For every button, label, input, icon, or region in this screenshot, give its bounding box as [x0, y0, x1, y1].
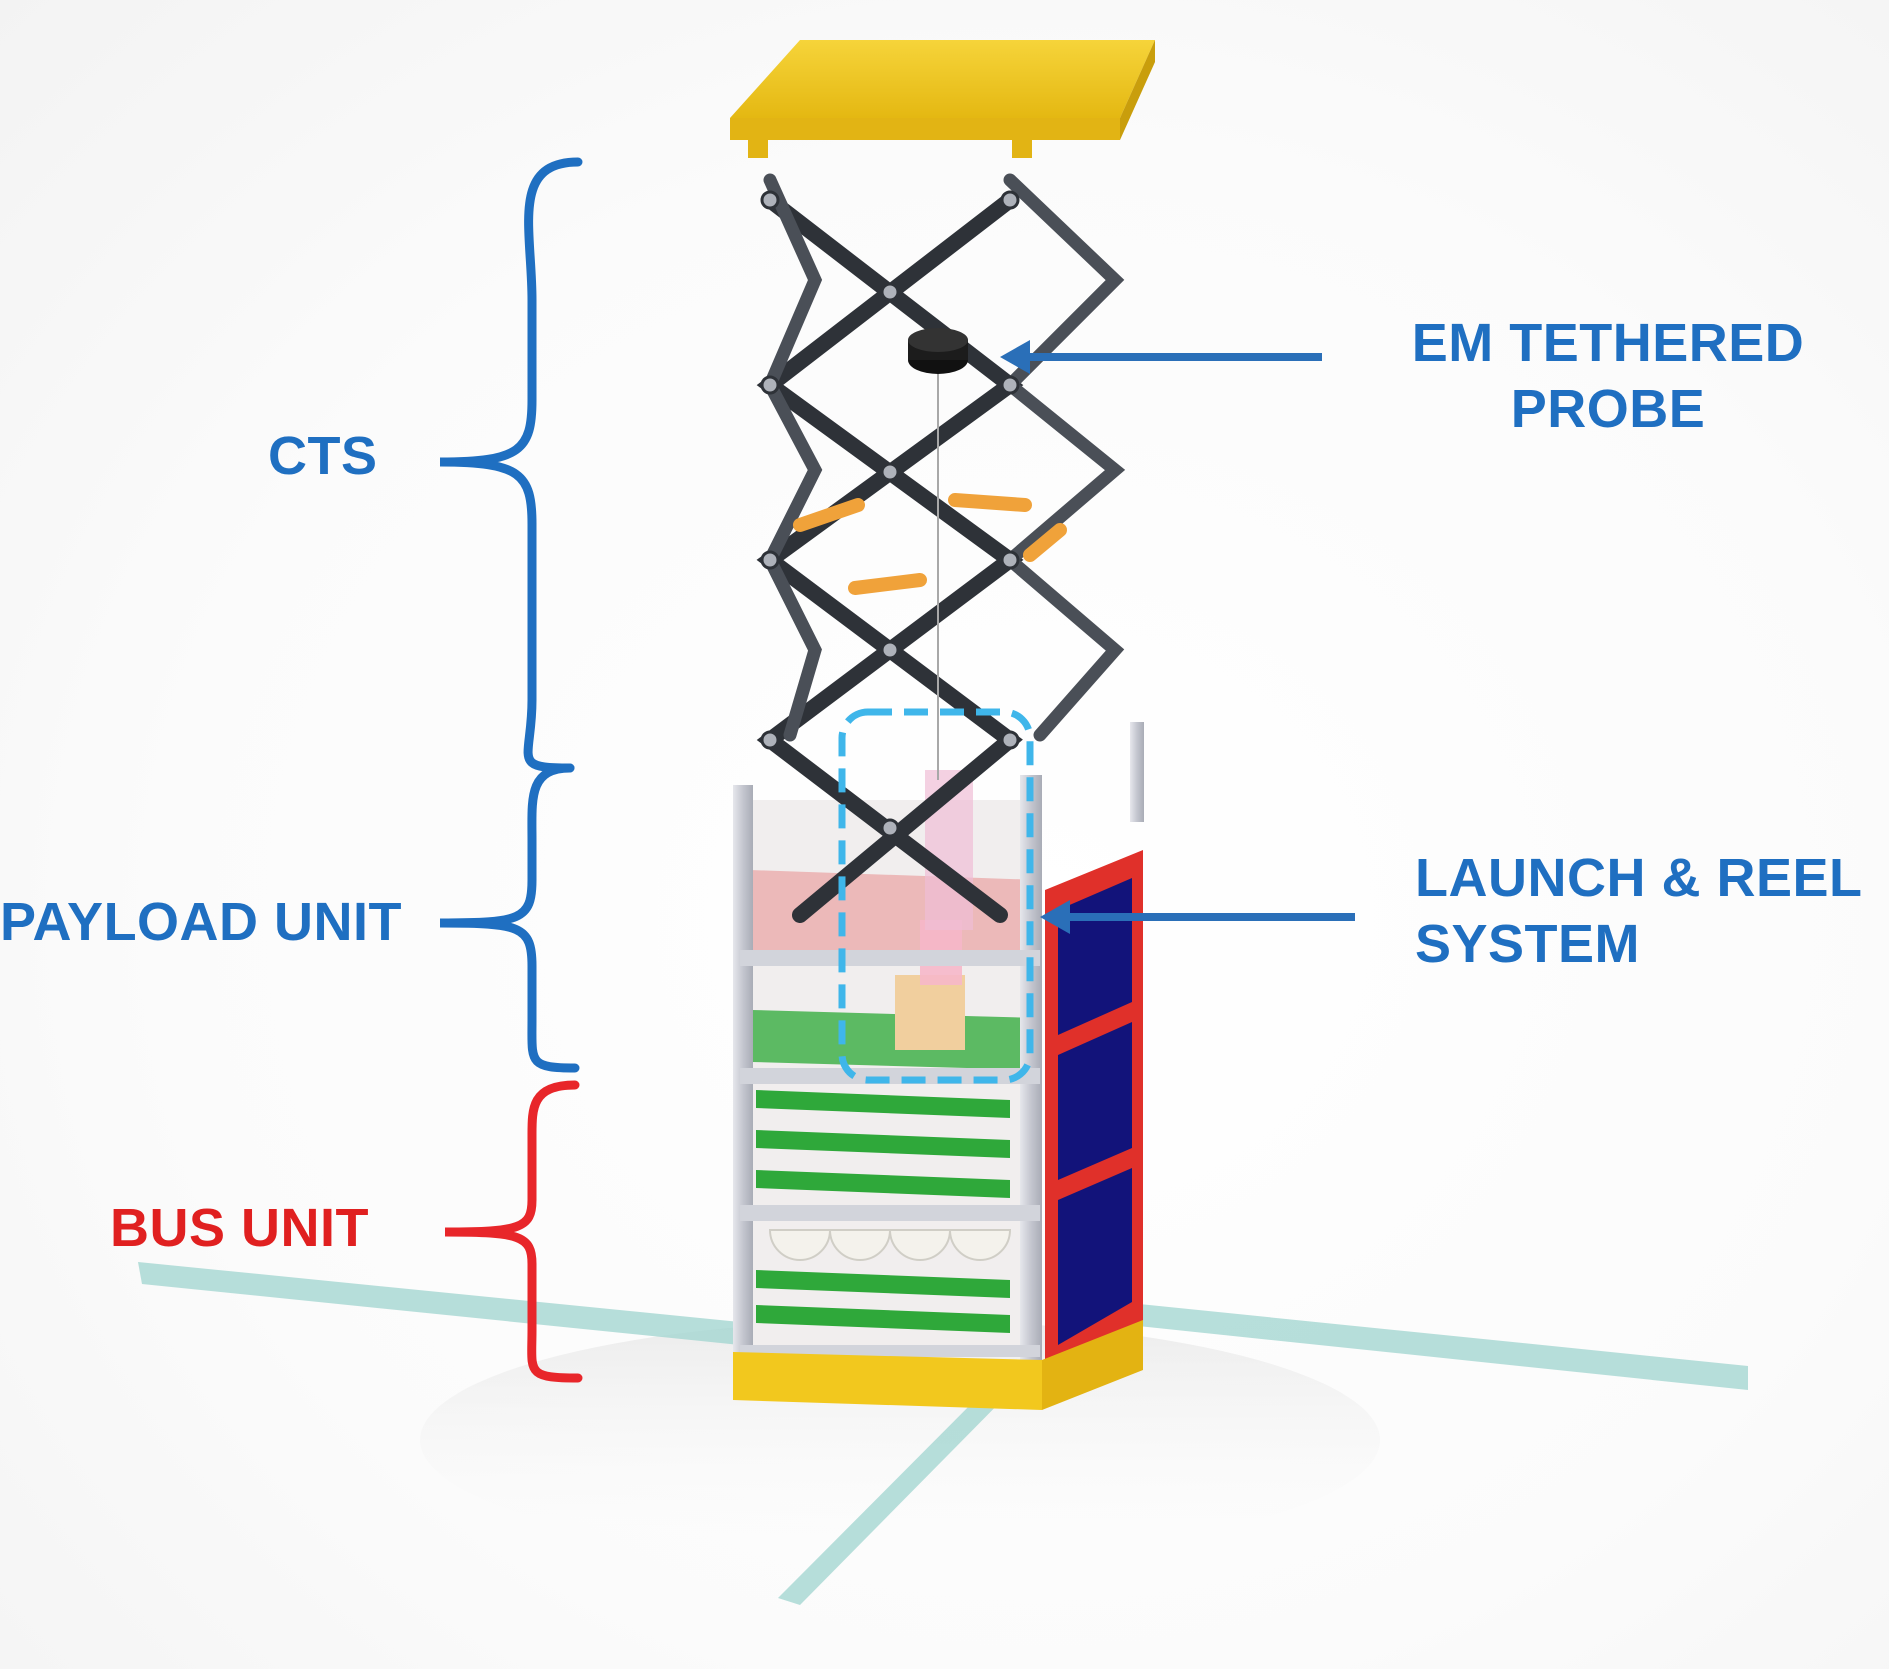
brace-payload: [439, 763, 580, 1073]
label-payload-unit: PAYLOAD UNIT: [0, 889, 402, 955]
solar-panel-2: [1058, 1022, 1132, 1180]
top-plate: [730, 40, 1155, 158]
label-cts: CTS: [268, 423, 378, 489]
antenna-group: [138, 1262, 1748, 1605]
scissor-joints: [760, 190, 1020, 838]
solar-panel-3: [1058, 1168, 1132, 1345]
label-launch-reel-line2: SYSTEM: [1415, 914, 1641, 974]
antenna-left: [138, 1262, 740, 1345]
brace-bus: [444, 1080, 583, 1383]
label-launch-reel-system: LAUNCH & REEL SYSTEM: [1415, 845, 1863, 977]
label-cts-text: CTS: [268, 426, 378, 486]
label-bus-unit: BUS UNIT: [110, 1195, 369, 1261]
battery-cells: [768, 1229, 1012, 1261]
label-launch-reel-line1: LAUNCH & REEL: [1415, 848, 1863, 908]
label-em-probe-line1: EM TETHERED: [1411, 313, 1805, 373]
launch-reel-highlight-box: [838, 708, 1034, 1084]
brace-cts: [439, 157, 583, 773]
base-plate: [733, 1352, 1042, 1410]
em-probe: [908, 328, 968, 374]
antenna-right: [1100, 1300, 1748, 1390]
label-bus-unit-text: BUS UNIT: [110, 1198, 369, 1258]
arrow-em-probe: [1000, 340, 1322, 374]
label-em-probe-line2: PROBE: [1510, 379, 1706, 439]
label-payload-unit-text: PAYLOAD UNIT: [0, 892, 403, 952]
antenna-front: [778, 1375, 1022, 1605]
bus-pcb-stack: [756, 1090, 1010, 1333]
deployment-springs: [793, 493, 1067, 595]
arrow-launch-reel: [1040, 900, 1355, 934]
ground-shadow: [420, 1320, 1380, 1560]
side-solar-panels: [1045, 850, 1143, 1385]
label-em-tethered-probe: EM TETHERED PROBE: [1398, 310, 1818, 442]
reel-drum: [895, 975, 965, 1050]
